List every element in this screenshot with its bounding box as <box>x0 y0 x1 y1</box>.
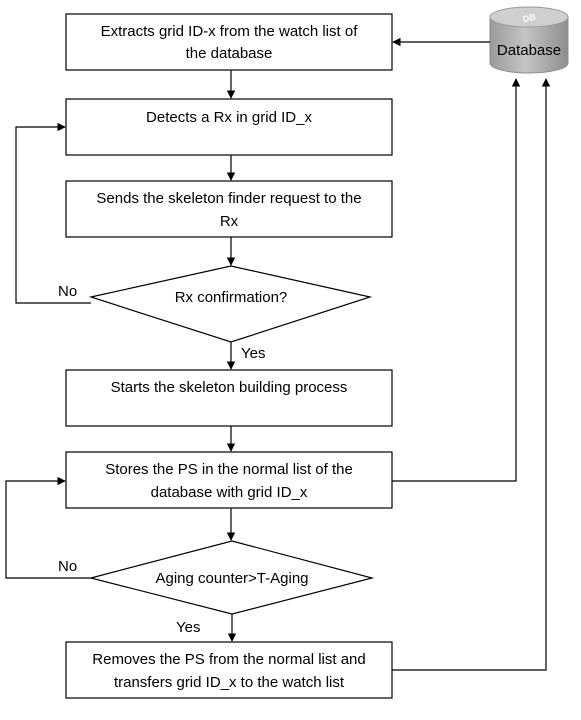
step-remove-line-1: Removes the PS from the normal list and <box>92 651 365 668</box>
step-send: Sends the skeleton finder request to the… <box>65 180 393 238</box>
step-store: Stores the PS in the normal list of the … <box>65 451 393 509</box>
decision-aging: Aging counter>T-Aging <box>88 540 375 615</box>
database-label: Database <box>497 42 561 59</box>
step-store-line-2: database with grid ID_x <box>151 484 308 501</box>
edge-rx-no-loop <box>15 122 91 304</box>
label-rx-no: No <box>58 283 77 300</box>
label-rx-yes: Yes <box>241 345 265 362</box>
step-extract-line-2: the database <box>186 45 273 62</box>
step-remove-line-2: transfers grid ID_x to the watch list <box>114 674 345 691</box>
label-aging-no: No <box>58 558 77 575</box>
step-detect: Detects a Rx in grid ID_x <box>65 98 393 156</box>
step-start-line-1: Starts the skeleton building process <box>111 379 348 396</box>
decision-rx-confirmation-label: Rx confirmation? <box>175 289 288 306</box>
edge-store-to-database <box>392 78 521 482</box>
edge-remove-to-database <box>392 78 551 671</box>
step-remove: Removes the PS from the normal list and … <box>65 641 393 699</box>
database-cylinder-icon: DB <box>489 6 569 74</box>
step-start: Starts the skeleton building process <box>65 369 393 427</box>
step-send-line-2: Rx <box>220 213 239 230</box>
step-store-line-1: Stores the PS in the normal list of the <box>105 461 353 478</box>
step-extract-line-1: Extracts grid ID-x from the watch list o… <box>101 23 359 40</box>
database-icon-text: DB <box>522 12 537 25</box>
step-detect-line-1: Detects a Rx in grid ID_x <box>146 109 312 126</box>
decision-aging-label: Aging counter>T-Aging <box>155 570 308 587</box>
label-aging-yes: Yes <box>176 619 200 636</box>
step-send-line-1: Sends the skeleton finder request to the <box>96 190 361 207</box>
decision-rx-confirmation: Rx confirmation? <box>88 265 373 343</box>
database-node: DB Database <box>489 6 569 74</box>
step-extract: Extracts grid ID-x from the watch list o… <box>65 13 393 71</box>
edge-aging-no-loop <box>5 476 91 579</box>
